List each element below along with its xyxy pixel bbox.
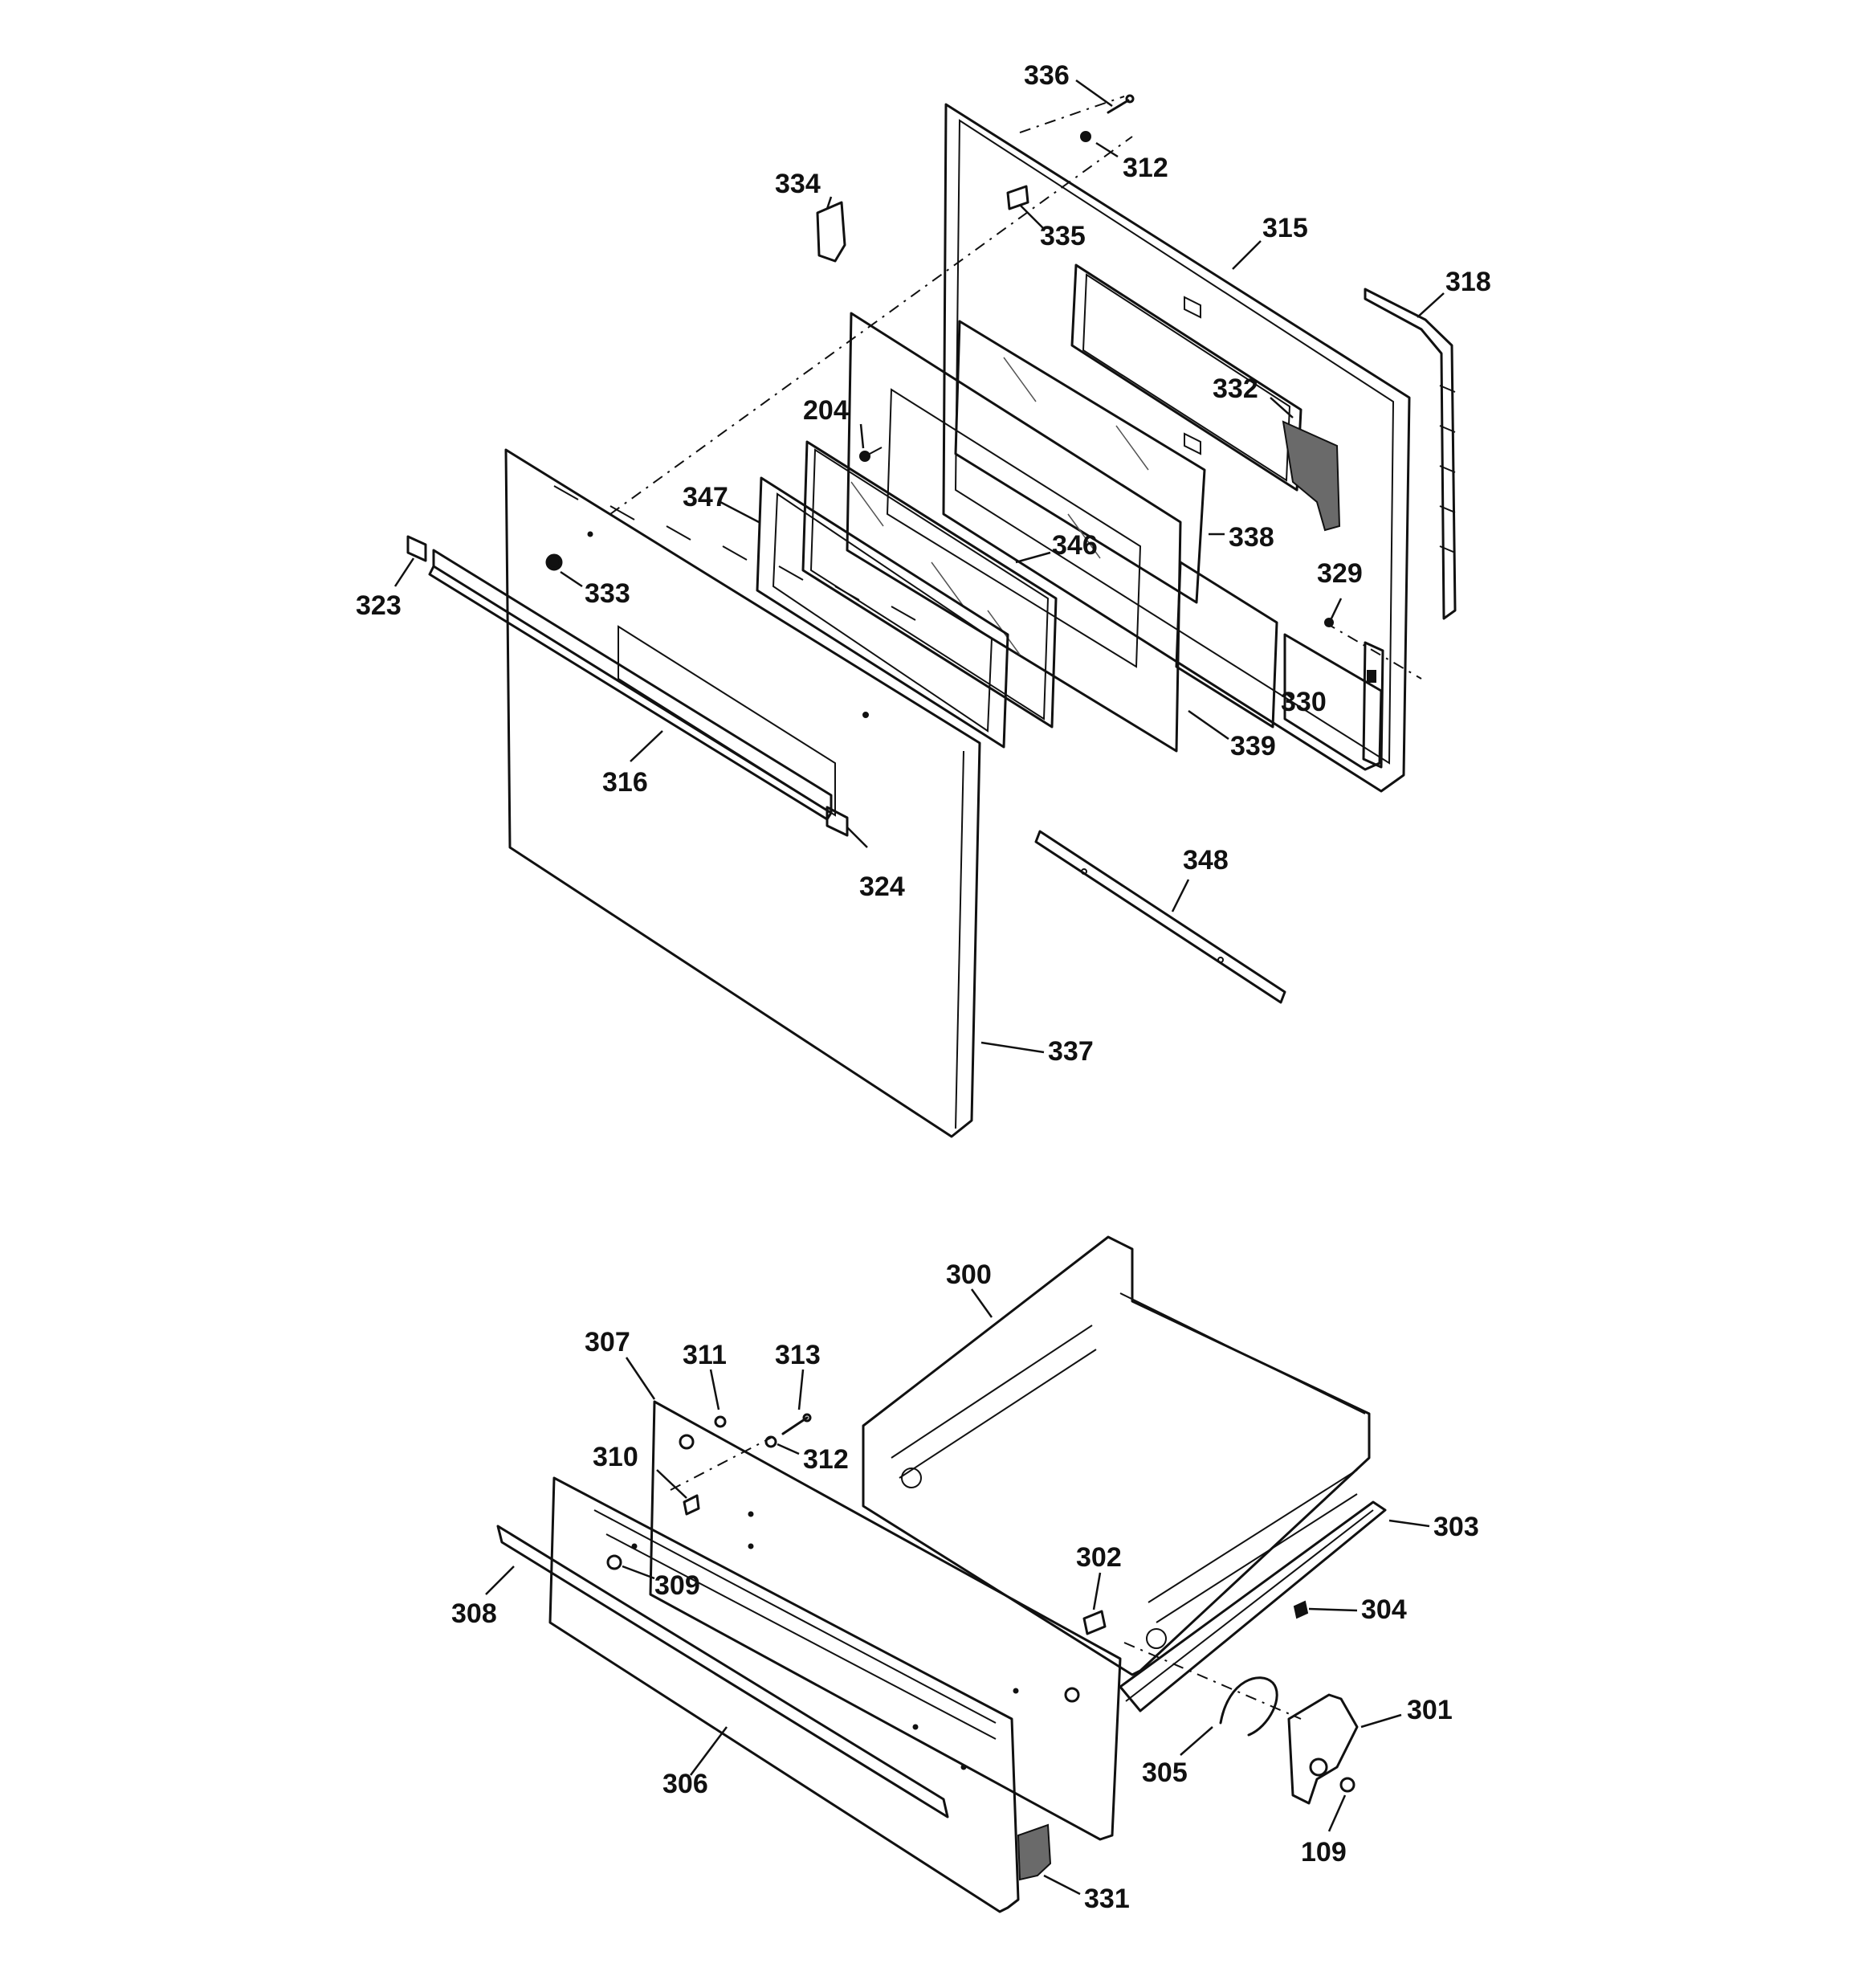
drawer-screw-centerline [670, 1437, 772, 1491]
drawer-hinge-centerline [1123, 1642, 1302, 1720]
part-312-washer-bottom [764, 1435, 777, 1448]
part-312-washer-top [1080, 131, 1091, 142]
hinge-screw-centerline [1324, 622, 1422, 680]
callout-329: 329 [1317, 558, 1363, 589]
callout-305: 305 [1142, 1757, 1188, 1788]
callout-313: 313 [775, 1340, 821, 1370]
part-303-drawer-rail [1119, 1500, 1387, 1712]
callout-311: 311 [683, 1340, 727, 1370]
part-347-frame [756, 476, 1009, 749]
part-307-inner-panel [649, 1400, 1122, 1841]
part-204-screw [859, 447, 883, 462]
callout-335: 335 [1040, 221, 1086, 251]
part-318-door-trim [1364, 288, 1457, 620]
callout-204: 204 [803, 395, 849, 426]
callout-301: 301 [1407, 1695, 1453, 1725]
callout-303: 303 [1433, 1512, 1479, 1542]
part-348-support-bar [1034, 830, 1286, 1004]
oven-door-assembly [406, 94, 1457, 1138]
storage-drawer-assembly [496, 1235, 1387, 1913]
callout-347: 347 [683, 482, 728, 512]
callout-333: 333 [585, 578, 630, 609]
callout-300: 300 [946, 1259, 992, 1290]
callout-109: 109 [1301, 1837, 1347, 1868]
part-109-nut [1339, 1777, 1355, 1793]
part-323-handle-end-cap [406, 535, 427, 562]
callout-306: 306 [662, 1769, 708, 1799]
part-333-washer [545, 553, 563, 571]
part-311-nut [714, 1415, 727, 1428]
part-334-bracket [816, 201, 846, 263]
part-315-door-inner-panel [942, 103, 1411, 793]
callout-323: 323 [356, 590, 402, 621]
callout-346: 346 [1052, 530, 1098, 561]
callout-318: 318 [1445, 267, 1491, 297]
part-331-hinge-bracket [1017, 1823, 1052, 1881]
part-300-drawer-body [862, 1235, 1371, 1676]
callout-348: 348 [1183, 845, 1229, 876]
callout-labels: 336 312 334 335 315 318 332 204 347 346 … [356, 60, 1491, 1914]
part-306-drawer-front [548, 1476, 1020, 1913]
callout-302: 302 [1076, 1542, 1122, 1573]
screw-axis-centerline [1019, 96, 1125, 133]
part-304-roller [1293, 1600, 1309, 1619]
part-305-spring-clip [1219, 1676, 1278, 1737]
part-329-screw [1324, 618, 1334, 627]
part-330-hinge [1283, 633, 1384, 771]
part-310-clip [683, 1494, 700, 1516]
part-336-screw [1107, 94, 1135, 114]
callout-310: 310 [593, 1442, 638, 1472]
part-335-block [1006, 185, 1029, 210]
callout-304: 304 [1361, 1594, 1407, 1625]
part-338-inner-glass [954, 320, 1206, 604]
callout-330: 330 [1281, 687, 1327, 717]
callout-338: 338 [1229, 522, 1274, 553]
leader-lines [393, 79, 1445, 1896]
callout-307: 307 [585, 1327, 630, 1357]
callout-337: 337 [1048, 1036, 1094, 1067]
part-308-drawer-handle [496, 1525, 949, 1819]
callout-309: 309 [654, 1570, 700, 1601]
part-301-hinge-bracket [1287, 1693, 1359, 1805]
part-302-stud [1082, 1610, 1107, 1635]
part-337-outer-door [504, 448, 981, 1138]
callout-331: 331 [1084, 1884, 1130, 1914]
callout-312-bottom: 312 [803, 1444, 849, 1475]
callout-339: 339 [1230, 731, 1276, 761]
part-324-handle-end-cap [826, 806, 849, 837]
callout-336: 336 [1024, 60, 1070, 91]
callout-316: 316 [602, 767, 648, 798]
part-316-door-handle [428, 549, 833, 821]
callout-312-top: 312 [1123, 153, 1168, 183]
part-309-washer [606, 1554, 622, 1570]
part-332-insulation [1282, 420, 1341, 532]
part-313-screw [781, 1413, 812, 1435]
callout-315: 315 [1262, 213, 1308, 243]
callout-324: 324 [859, 872, 905, 902]
callout-332: 332 [1213, 374, 1258, 404]
callout-308: 308 [451, 1598, 497, 1629]
callout-334: 334 [775, 169, 821, 199]
